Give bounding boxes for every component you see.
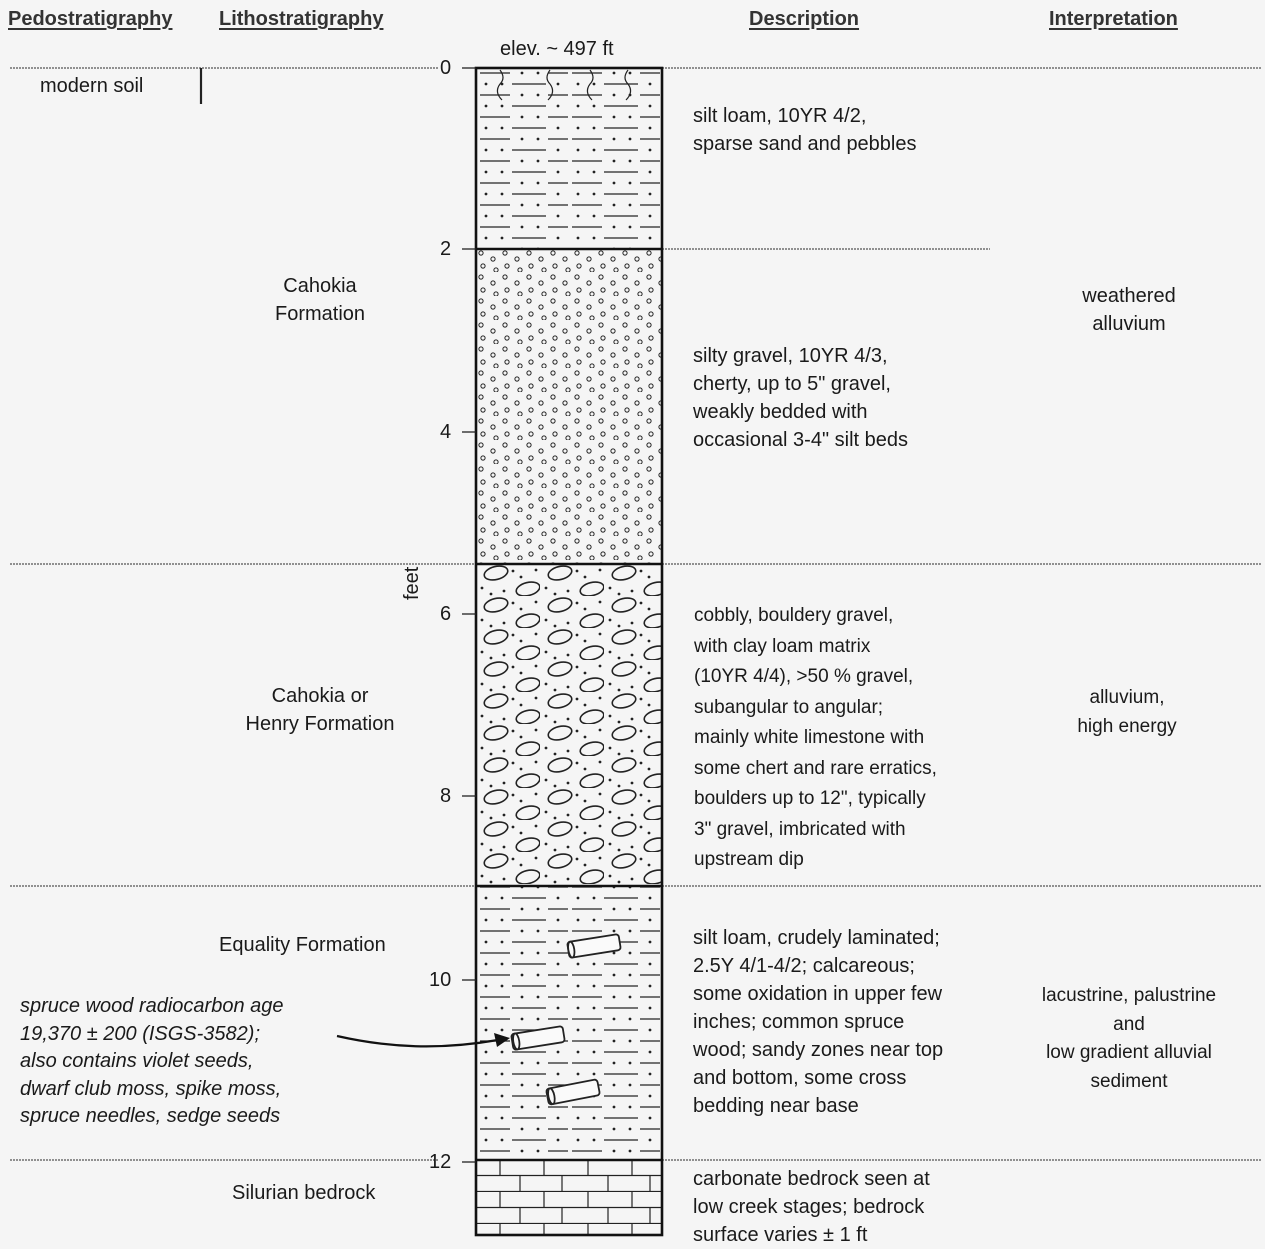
unit-cobbly-gravel (476, 564, 662, 886)
unit-equality-silt (476, 886, 662, 1160)
column-outline (474, 66, 664, 1237)
depth-tick-6: 6 (440, 603, 452, 625)
radiocarbon-note: spruce wood radiocarbon age 19,370 ± 200… (20, 995, 284, 1127)
depth-tick-2: 2 (440, 238, 452, 260)
depth-axis-label: feet (401, 566, 423, 600)
unit-silty-gravel (476, 249, 662, 564)
unit-boundary-lines (10, 67, 1262, 1161)
spruce-wood-fragments (510, 933, 622, 1106)
interpretation-weathered-alluvium: weathered alluvium (1082, 285, 1176, 335)
depth-axis-ticks (462, 67, 476, 1163)
annotation-arrow (336, 1034, 499, 1048)
unit-silt-loam-top (476, 68, 662, 249)
annotation-arrowhead (494, 1033, 510, 1047)
description-unit-5: carbonate bedrock seen at low creek stag… (693, 1168, 930, 1246)
formation-silurian-bedrock: Silurian bedrock (232, 1182, 376, 1204)
depth-tick-0: 0 (440, 57, 452, 79)
formation-cahokia-or-henry: Cahokia or Henry Formation (245, 685, 395, 735)
unit-bedrock (476, 1160, 662, 1235)
depth-tick-10: 10 (429, 969, 452, 991)
formation-equality: Equality Formation (219, 934, 386, 956)
depth-tick-12: 12 (429, 1151, 452, 1173)
interpretation-high-energy-alluvium: alluvium, high energy (1077, 687, 1177, 737)
pedostratigraphy-modern-soil: modern soil (40, 75, 144, 97)
description-unit-4: silt loam, crudely laminated; 2.5Y 4/1-4… (693, 927, 944, 1117)
interpretation-lacustrine-palustrine: lacustrine, palustrine and low gradient … (1041, 985, 1217, 1092)
header-lithostratigraphy: Lithostratigraphy (219, 8, 384, 30)
depth-tick-4: 4 (440, 421, 452, 443)
elevation-label: elev. ~ 497 ft (500, 38, 614, 60)
depth-tick-8: 8 (440, 785, 452, 807)
description-unit-2: silty gravel, 10YR 4/3, cherty, up to 5"… (693, 345, 908, 451)
description-unit-3: cobbly, bouldery gravel, with clay loam … (694, 605, 937, 870)
description-unit-1: silt loam, 10YR 4/2, sparse sand and peb… (693, 105, 917, 155)
header-description: Description (749, 8, 860, 30)
header-pedostratigraphy: Pedostratigraphy (8, 8, 173, 30)
root-marks (496, 69, 632, 101)
header-interpretation: Interpretation (1049, 8, 1178, 30)
formation-cahokia: Cahokia Formation (274, 275, 366, 325)
